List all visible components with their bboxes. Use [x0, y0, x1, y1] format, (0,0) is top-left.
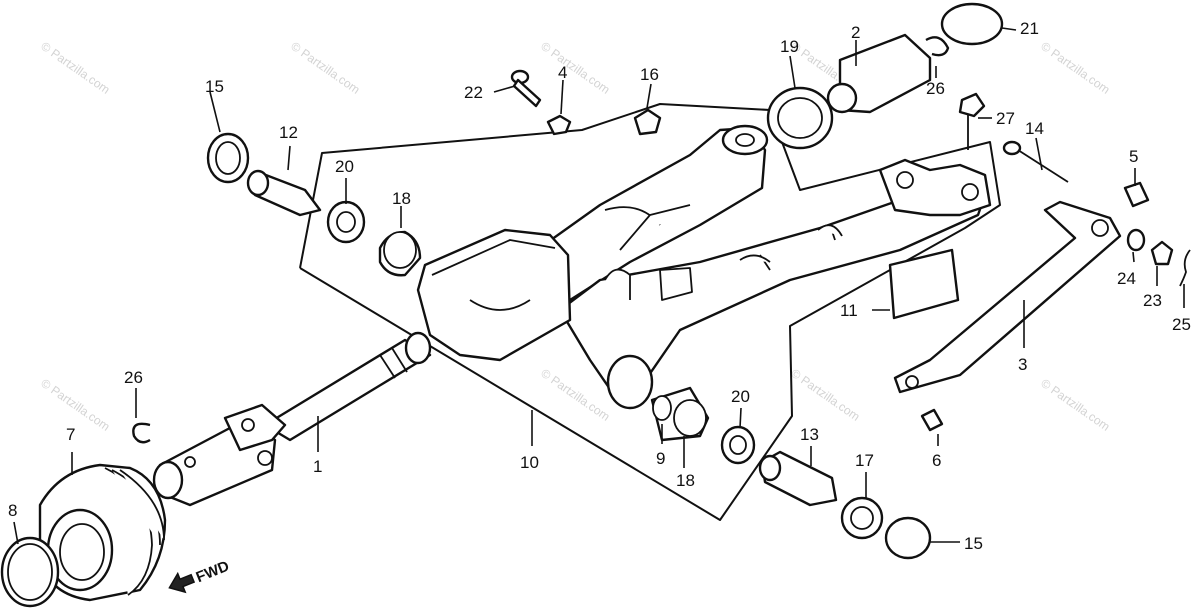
- assembly-boundary-frame: [299, 103, 1001, 521]
- pivot-cap-lower: [884, 516, 932, 560]
- callout-21: 21: [1020, 19, 1039, 38]
- collar-6: [920, 408, 944, 432]
- torque-link-3: [893, 200, 1122, 394]
- bolt-22: [510, 69, 542, 108]
- collar-5: [1123, 181, 1150, 208]
- watermark: © Partzilla.com: [538, 39, 612, 97]
- callout-18-upper: 18: [392, 189, 411, 208]
- callout-24: 24: [1117, 269, 1136, 288]
- callout-26-upper: 26: [926, 79, 945, 98]
- callout-18-lower: 18: [676, 471, 695, 490]
- callout-17: 17: [855, 451, 874, 470]
- pivot-bolt-lower: [758, 450, 838, 507]
- callout-7: 7: [66, 425, 75, 444]
- callout-16: 16: [640, 65, 659, 84]
- callout-27: 27: [996, 109, 1015, 128]
- callout-6: 6: [932, 451, 941, 470]
- watermark: © Partzilla.com: [1038, 376, 1112, 434]
- callout-26-lower: 26: [124, 368, 143, 387]
- callout-19: 19: [780, 37, 799, 56]
- watermark: © Partzilla.com: [38, 39, 112, 97]
- callout-20-upper: 20: [335, 157, 354, 176]
- washer-24: [1126, 228, 1146, 252]
- locknut-17: [840, 496, 884, 540]
- circlip: [132, 422, 151, 444]
- callout-12: 12: [279, 123, 298, 142]
- caution-label-11: [888, 248, 960, 320]
- callout-4: 4: [558, 63, 567, 82]
- callout-5: 5: [1129, 147, 1138, 166]
- dust-seal-19: [766, 86, 834, 150]
- bearing-upper: [378, 230, 422, 277]
- callout-8: 8: [8, 501, 17, 520]
- callout-23: 23: [1143, 291, 1162, 310]
- callout-15-lower: 15: [964, 534, 983, 553]
- bolt-27: [958, 92, 986, 150]
- callout-10: 10: [520, 453, 539, 472]
- rubber-boot: [38, 463, 167, 602]
- pivot-cap-upper: [206, 132, 250, 184]
- watermark: © Partzilla.com: [1038, 39, 1112, 97]
- callout-1: 1: [313, 457, 322, 476]
- callout-11: 11: [840, 301, 858, 320]
- pin-14: [1002, 140, 1069, 183]
- pivot-bolt-upper: [246, 169, 322, 217]
- watermark: © Partzilla.com: [288, 39, 362, 97]
- callout-22: 22: [464, 83, 483, 102]
- o-ring-21: [940, 2, 1004, 46]
- swing-arm: [416, 124, 992, 410]
- watermark: © Partzilla.com: [788, 366, 862, 424]
- circlip-upper: [925, 36, 950, 57]
- forward-label: FWD: [194, 558, 232, 587]
- final-drive-case-2: [826, 33, 932, 114]
- callout-25: 25: [1172, 315, 1191, 334]
- callout-15-upper: 15: [205, 77, 224, 96]
- clip-4: [546, 114, 572, 136]
- bearing-lower: [650, 386, 710, 442]
- callout-14: 14: [1025, 119, 1044, 138]
- callout-2: 2: [851, 23, 860, 42]
- callout-20-lower: 20: [731, 387, 750, 406]
- oil-seal-upper: [326, 200, 366, 244]
- cotter-pin-25: [1179, 249, 1191, 287]
- oil-seal-lower: [720, 425, 756, 465]
- callout-13: 13: [800, 425, 819, 444]
- leader-lines: [13, 27, 1185, 545]
- nut-23: [1150, 240, 1174, 266]
- forward-direction-indicator: FWD: [168, 558, 232, 594]
- callout-labels: 1 2 3 4 5 6 7 8 9 10 11 12 13 14 15 15 1…: [8, 19, 1191, 553]
- nut-16: [633, 108, 662, 136]
- callout-9: 9: [656, 449, 665, 468]
- forward-arrow-icon: [168, 571, 196, 594]
- drive-shaft: [263, 331, 432, 442]
- universal-joint: [152, 403, 287, 507]
- callout-3: 3: [1018, 355, 1027, 374]
